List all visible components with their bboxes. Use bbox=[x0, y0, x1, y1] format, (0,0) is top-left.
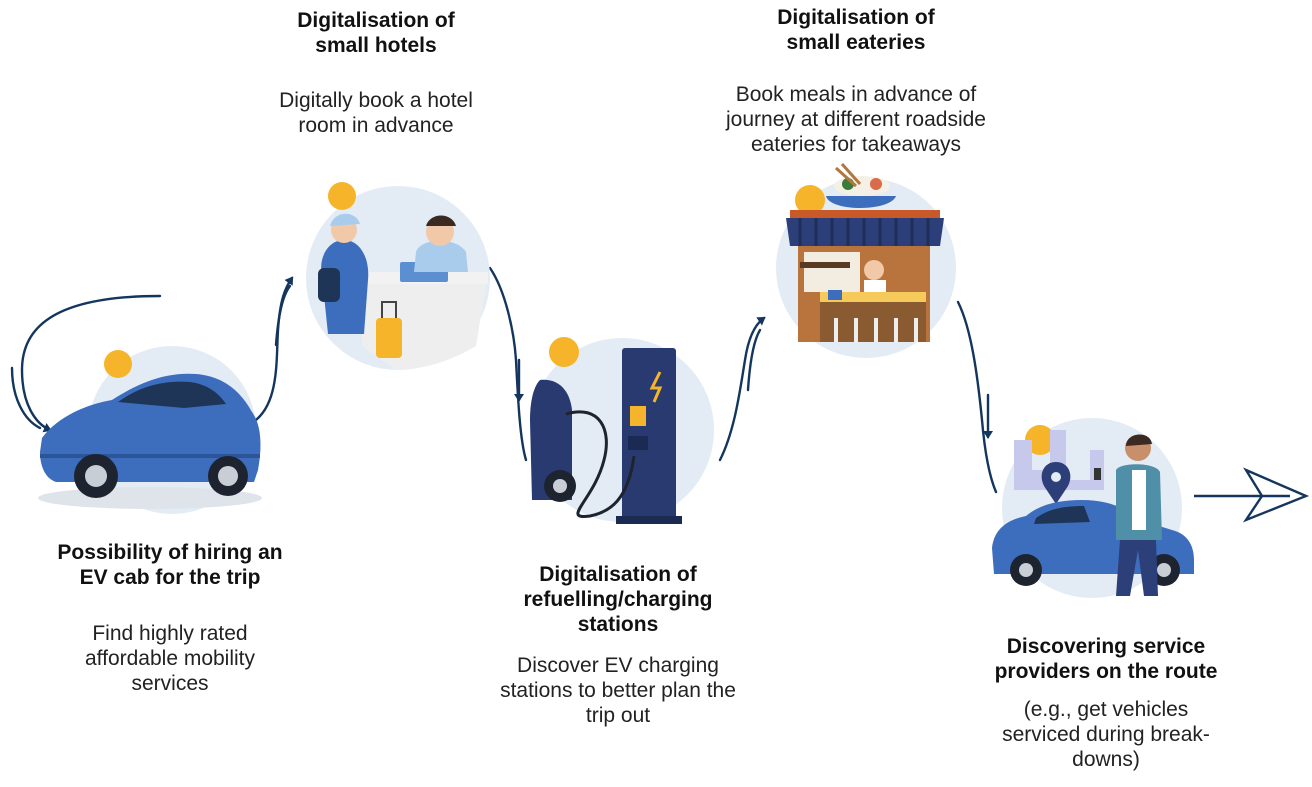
step-5-description: (e.g., get vehicles serviced during brea… bbox=[1002, 698, 1210, 771]
next-arrow-icon bbox=[1194, 467, 1310, 523]
step-5-title: Discovering service providers on the rou… bbox=[994, 635, 1218, 683]
journey-path bbox=[10, 266, 998, 494]
step-1-description: Find highly rated affordable mobility se… bbox=[84, 622, 256, 695]
step-3-title: Digitalisation of refuelling/charging st… bbox=[523, 563, 713, 636]
charging-station-icon bbox=[530, 337, 714, 524]
step-4-description: Book meals in advance of journey at diff… bbox=[726, 83, 986, 156]
step-2-title: Digitalisation of small hotels bbox=[297, 9, 455, 57]
service-provider-icon bbox=[992, 418, 1194, 598]
step-2-description: Digitally book a hotel room in advance bbox=[279, 89, 473, 137]
step-4-title: Digitalisation of small eateries bbox=[777, 6, 935, 54]
roadside-eatery-icon bbox=[776, 162, 956, 358]
hotel-reception-icon bbox=[306, 182, 490, 370]
ev-car-icon bbox=[38, 346, 262, 514]
step-1-title: Possibility of hiring an EV cab for the … bbox=[57, 541, 283, 589]
step-3-description: Discover EV charging stations to better … bbox=[500, 654, 736, 727]
